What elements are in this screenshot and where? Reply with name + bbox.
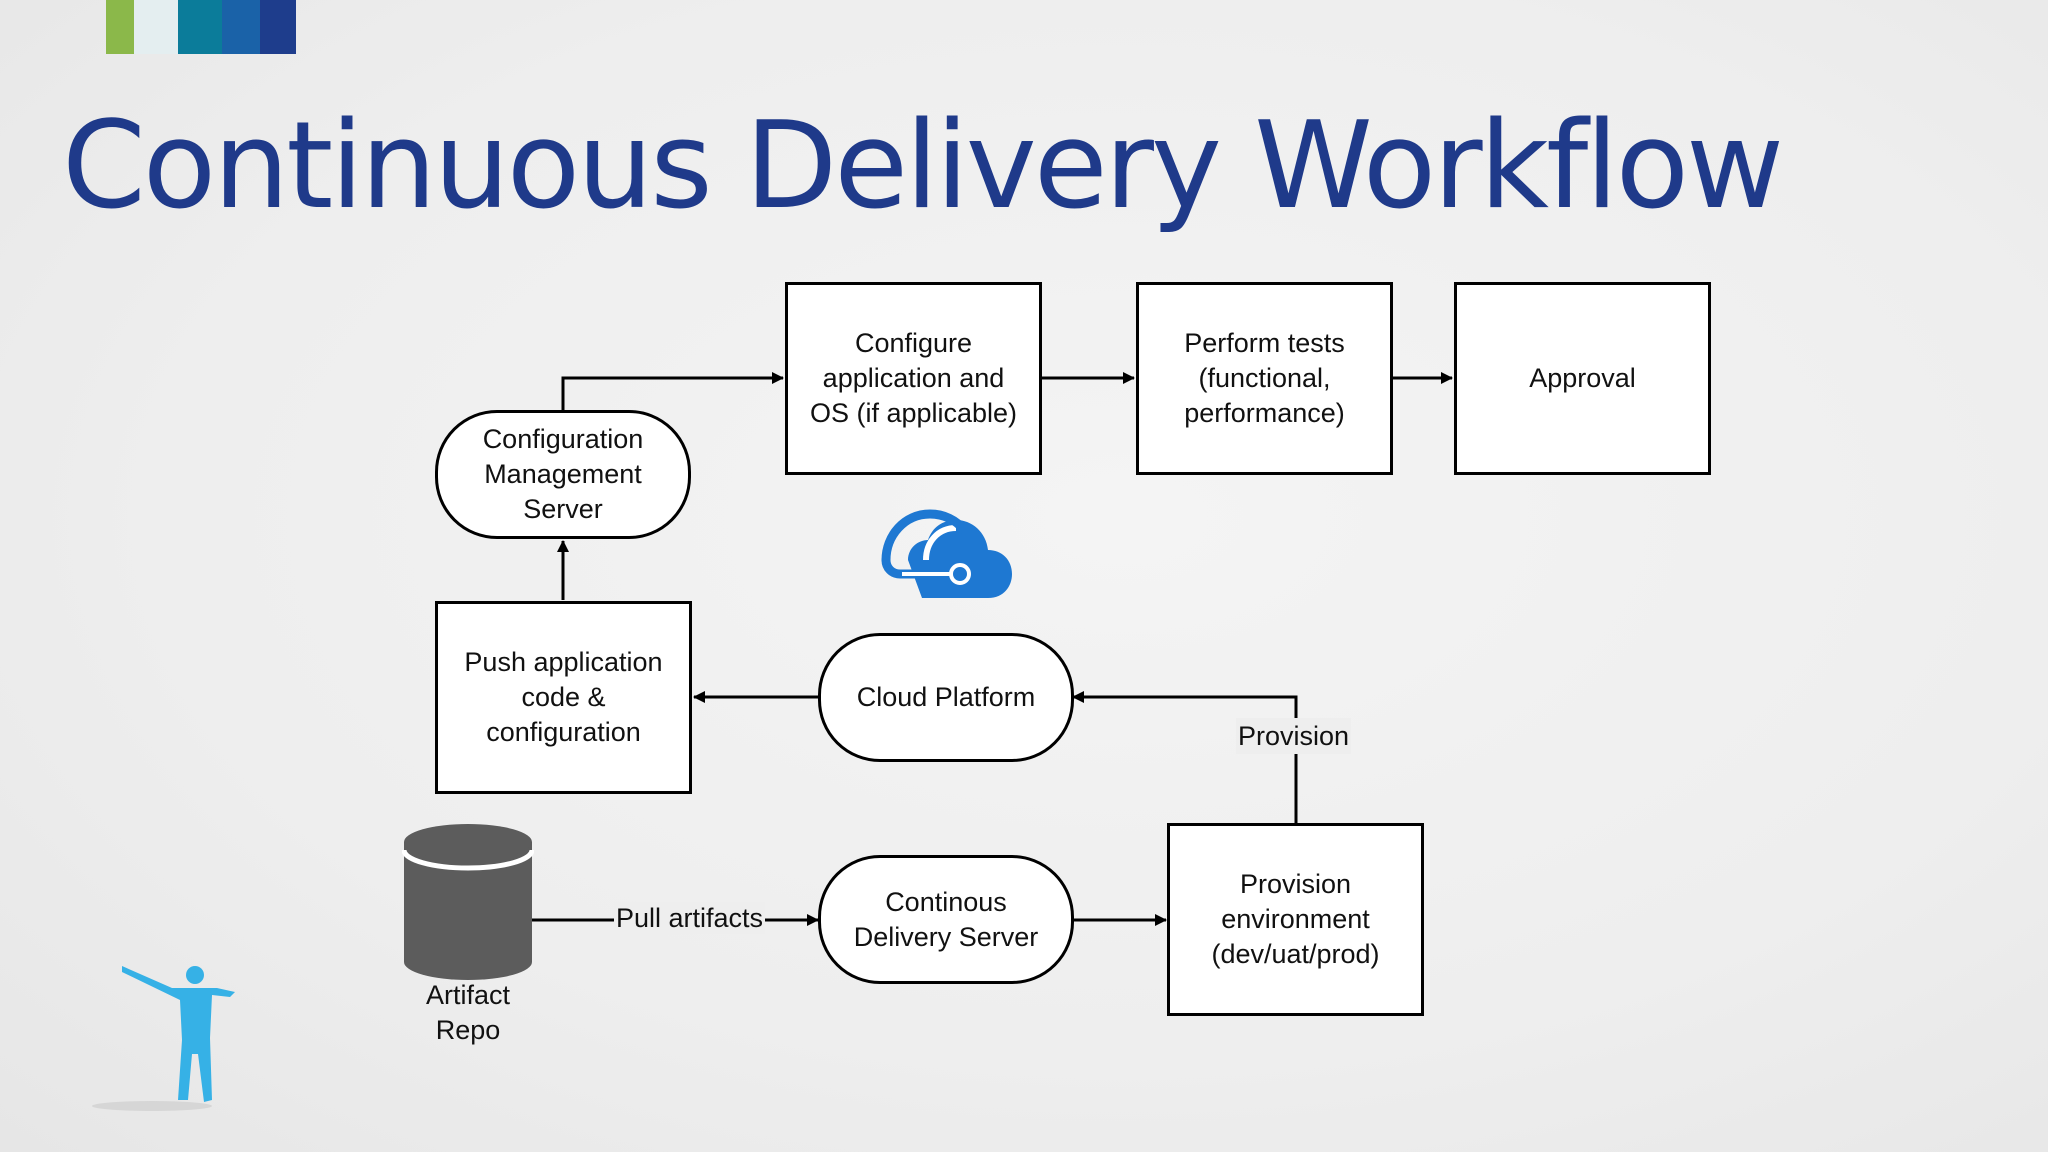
person-silhouette-icon	[92, 966, 235, 1111]
stripe	[134, 0, 178, 54]
arrow-provision-to-cloud	[1072, 691, 1298, 823]
perform-tests-node: Perform tests (functional, performance)	[1136, 282, 1393, 475]
stripe	[178, 0, 222, 54]
push-application-code-node: Push application code & configuration	[435, 601, 692, 794]
database-cylinder-icon	[402, 824, 534, 980]
config-management-server-node: Configuration Management Server	[435, 410, 691, 539]
configure-application-node: Configure application and OS (if applica…	[785, 282, 1042, 475]
stripe	[222, 0, 260, 54]
stripe	[106, 0, 134, 54]
provision-environment-node: Provision environment (dev/uat/prod)	[1167, 823, 1424, 1016]
cloud-platform-node: Cloud Platform	[818, 633, 1074, 762]
edge-label-provision: Provision	[1236, 718, 1352, 754]
edge-label-pull-artifacts: Pull artifacts	[614, 902, 766, 934]
azure-cloud-icon	[881, 509, 1012, 598]
artifact-repo-label: Artifact Repo	[425, 980, 511, 1045]
continuous-delivery-server-node: Continous Delivery Server	[818, 855, 1074, 984]
stripe	[260, 0, 296, 54]
brand-stripes	[106, 0, 296, 54]
slide-title: Continuous Delivery Workflow	[62, 97, 1784, 236]
approval-node: Approval	[1454, 282, 1711, 475]
arrow-config-to-configure	[561, 372, 784, 411]
